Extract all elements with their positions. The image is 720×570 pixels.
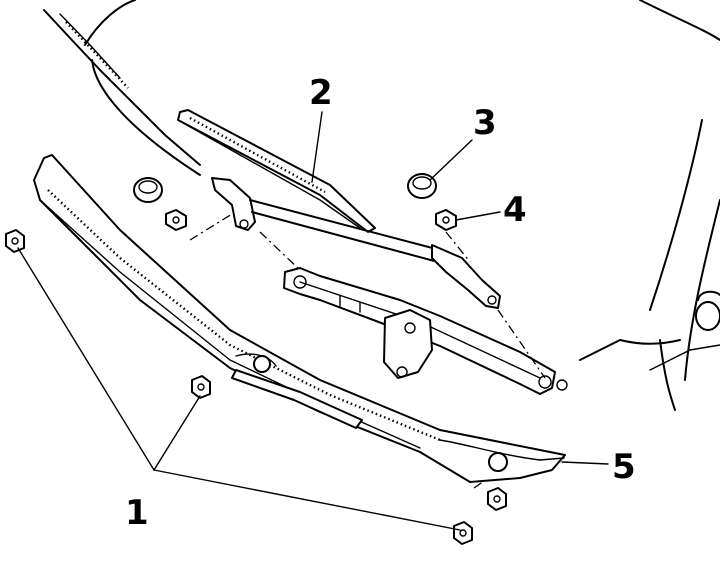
wiper-arm-right bbox=[431, 244, 501, 309]
pivot-nut-right bbox=[435, 209, 457, 231]
callout-1: 1 bbox=[125, 493, 149, 533]
callout-4: 4 bbox=[503, 190, 527, 230]
callout-3: 3 bbox=[473, 103, 497, 143]
callout-5: 5 bbox=[612, 447, 636, 487]
cowl-clip-1 bbox=[5, 229, 25, 253]
pivot-cap-left bbox=[133, 177, 163, 203]
cowl-clip-4 bbox=[453, 521, 473, 545]
callout-2: 2 bbox=[309, 73, 333, 113]
cowl-clip-3 bbox=[487, 487, 507, 511]
cowl-clip-2 bbox=[191, 375, 211, 399]
cowl-panel bbox=[33, 154, 566, 483]
wiper-linkage-and-motor bbox=[283, 267, 568, 395]
pivot-cap-right bbox=[407, 173, 437, 199]
wiper-arm-left bbox=[211, 177, 441, 263]
wiper-blade bbox=[177, 109, 376, 233]
vehicle-body-outline bbox=[43, 0, 720, 411]
pivot-nut-left bbox=[165, 209, 187, 231]
leader-lines bbox=[17, 111, 609, 531]
